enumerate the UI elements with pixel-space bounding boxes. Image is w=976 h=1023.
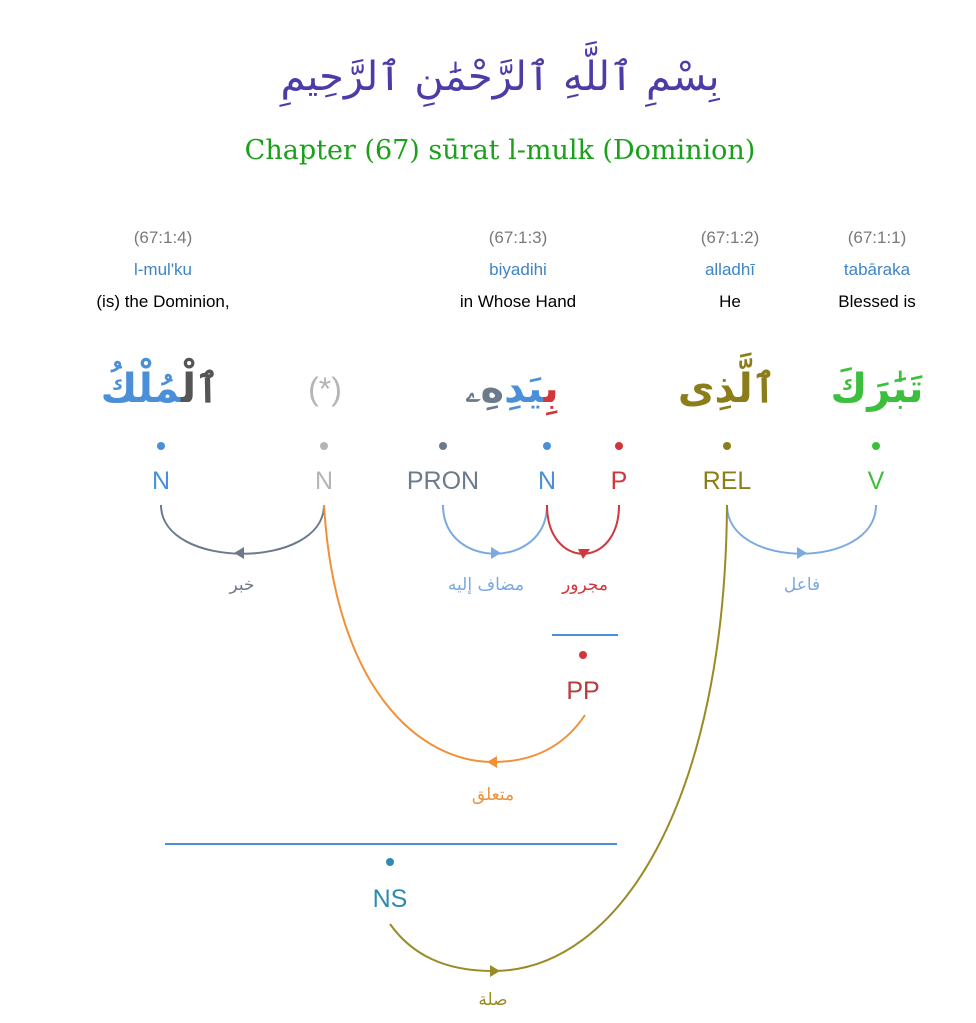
node-tag-n[interactable]: N	[538, 467, 556, 495]
relation-label-mudaf-ilayhi: مضاف إليه	[448, 575, 524, 595]
chapter-title: Chapter (67) sūrat l-mulk (Dominion)	[245, 135, 756, 166]
node-dot	[157, 442, 165, 450]
node-tag-n-hidden[interactable]: N	[315, 467, 333, 495]
word-transliteration[interactable]: alladhī	[705, 260, 755, 279]
relation-label-khabar: خبر	[228, 575, 254, 595]
node-dots	[157, 442, 880, 866]
word-location: (67:1:3)	[489, 228, 548, 247]
node-dot	[386, 858, 394, 866]
relation-label-fail: فاعل	[784, 575, 820, 595]
arabic-word-al-mulk: ٱلْمُلْكُ	[101, 358, 220, 412]
arabic-word-biyadihi: بِيَدِهِۦ	[465, 366, 558, 416]
basmala: بِسْمِ ٱللَّهِ ٱلرَّحْمَٰنِ ٱلرَّحِيمِ	[279, 40, 720, 108]
word-67-1-3[interactable]: (67:1:3) biyadihi in Whose Hand	[460, 228, 576, 311]
arabic-noun: يَدِ	[504, 366, 544, 412]
node-dot	[615, 442, 623, 450]
word-67-1-2[interactable]: (67:1:2) alladhī He	[701, 228, 760, 311]
node-dot	[320, 442, 328, 450]
node-tag-rel[interactable]: REL	[703, 467, 752, 495]
arabic-word-tabaraka: تَبَٰرَكَ	[831, 366, 924, 412]
arc-sila	[389, 504, 728, 977]
arabic-prefix: ٱلْ	[180, 358, 219, 412]
node-tag-ns[interactable]: NS	[373, 885, 408, 913]
arabic-word-alladhi: ٱلَّذِى	[678, 352, 776, 412]
word-translation: Blessed is	[838, 292, 915, 311]
node-dot	[872, 442, 880, 450]
word-67-1-4[interactable]: (67:1:4) l-mul'ku (is) the Dominion,	[96, 228, 229, 311]
node-tag-n[interactable]: N	[152, 467, 170, 495]
word-translation: in Whose Hand	[460, 292, 576, 311]
arc-khabar	[160, 504, 325, 559]
word-translation: (is) the Dominion,	[96, 292, 229, 311]
node-dot	[723, 442, 731, 450]
hidden-word: (*)	[308, 371, 342, 407]
node-tag-pron[interactable]: PRON	[407, 467, 479, 495]
node-tag-p[interactable]: P	[611, 467, 628, 495]
word-translation: He	[719, 292, 741, 311]
word-location: (67:1:1)	[848, 228, 907, 247]
arc-mudaf-ilayhi	[442, 504, 548, 559]
arc-mutaalliq	[323, 504, 586, 768]
arabic-pron: هِۦ	[465, 366, 504, 412]
arabic-stem: مُلْكُ	[101, 358, 183, 412]
node-dot	[439, 442, 447, 450]
relation-label-sila: صلة	[478, 990, 507, 1010]
node-dot	[543, 442, 551, 450]
arabic-prep: بِ	[543, 366, 559, 416]
relation-label-majrur: مجرور	[561, 575, 608, 595]
word-transliteration[interactable]: tabāraka	[844, 260, 911, 279]
node-dot	[579, 651, 587, 659]
word-location: (67:1:4)	[134, 228, 193, 247]
arc-fail	[726, 504, 877, 559]
word-67-1-1[interactable]: (67:1:1) tabāraka Blessed is	[838, 228, 915, 311]
word-transliteration[interactable]: l-mul'ku	[134, 260, 192, 279]
word-transliteration[interactable]: biyadihi	[489, 260, 547, 279]
node-tag-v[interactable]: V	[868, 467, 885, 495]
relation-label-mutaalliq: متعلق	[472, 785, 514, 805]
arc-majrur	[546, 504, 620, 559]
word-location: (67:1:2)	[701, 228, 760, 247]
node-tag-pp[interactable]: PP	[566, 677, 599, 705]
